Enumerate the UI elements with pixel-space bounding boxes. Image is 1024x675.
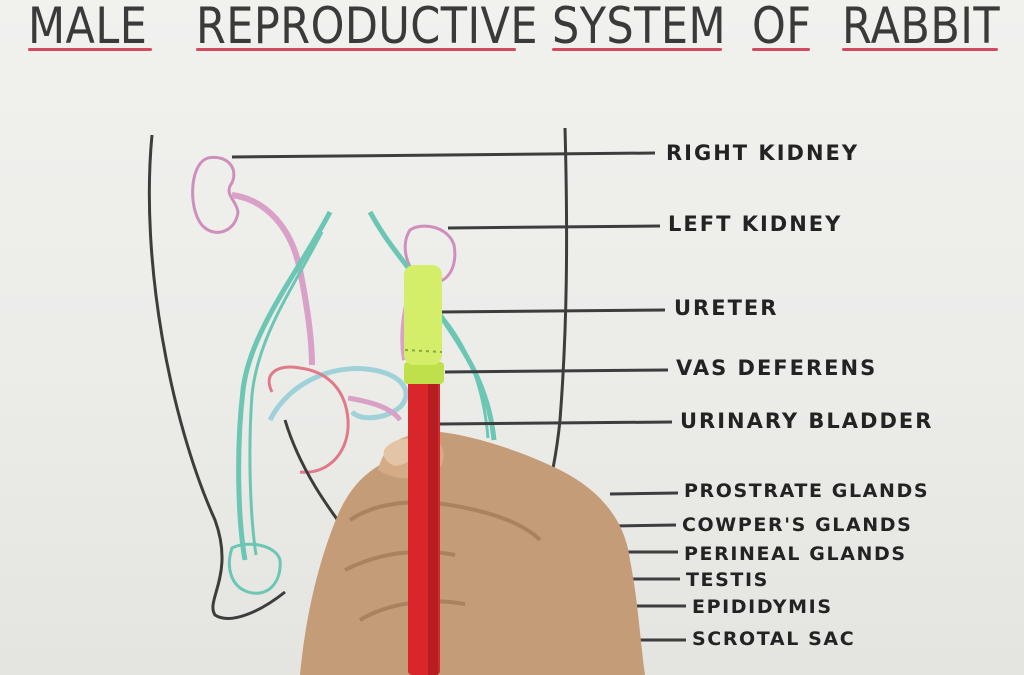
title-underline-male: [28, 48, 152, 51]
title-underline-system: [552, 48, 722, 51]
title-word-of: OF: [752, 0, 812, 55]
pencil-body-shade: [428, 380, 438, 675]
hand-with-pencil: [300, 265, 645, 675]
vas-deferens-left-inner: [443, 319, 490, 439]
label-right-kidney: RIGHT KIDNEY: [666, 141, 860, 165]
vas-deferens-right: [236, 210, 333, 561]
vas-deferens-right-inner: [248, 231, 324, 556]
leader-vas-deferens: [444, 368, 669, 374]
pencil-eraser: [404, 265, 442, 365]
label-scrotal-sac: SCROTAL SAC: [692, 628, 856, 650]
title-underline-of: [752, 48, 810, 51]
bladder-outline: [283, 419, 347, 531]
leader-right-kidney: [231, 151, 656, 159]
title-underline-reproductive: [196, 48, 516, 51]
right-kidney: [191, 155, 240, 234]
label-ureter: URETER: [674, 296, 779, 320]
label-left-kidney: LEFT KIDNEY: [668, 212, 843, 236]
pencil-eraser-band: [404, 349, 443, 353]
label-urinary-bladder: URINARY BLADDER: [680, 409, 934, 433]
vas-deferens-loop: [267, 366, 409, 422]
label-cowpers-glands: COWPER'S GLANDS: [682, 514, 913, 536]
title-underline-rabbit: [842, 48, 998, 51]
scrotal-sac: [227, 542, 282, 595]
label-testis: TESTIS: [686, 569, 769, 591]
label-perineal-glands: PERINEAL GLANDS: [684, 543, 907, 565]
title-word-male: MALE: [28, 0, 148, 55]
leader-urinary-bladder: [439, 420, 673, 426]
title-word-system: SYSTEM: [552, 0, 726, 55]
left-kidney: [403, 224, 457, 284]
title-word-rabbit: RABBIT: [842, 0, 1001, 55]
pencil-ferrule: [404, 362, 444, 384]
label-epididymis: EPIDIDYMIS: [692, 596, 833, 618]
urethra-curve: [347, 395, 403, 422]
leader-prostrate-glands: [609, 491, 679, 496]
right-ureter: [231, 192, 315, 366]
title-word-reproductive: REPRODUCTIVE: [196, 0, 539, 55]
urinary-bladder: [267, 365, 350, 474]
leader-left-kidney: [447, 224, 661, 230]
label-prostrate-glands: PROSTRATE GLANDS: [684, 480, 930, 502]
hand-palm: [300, 431, 645, 675]
label-vas-deferens: VAS DEFERENS: [676, 356, 878, 380]
leader-ureter: [439, 308, 666, 314]
body-outline: [147, 134, 286, 620]
leader-cowpers-glands: [614, 523, 677, 528]
